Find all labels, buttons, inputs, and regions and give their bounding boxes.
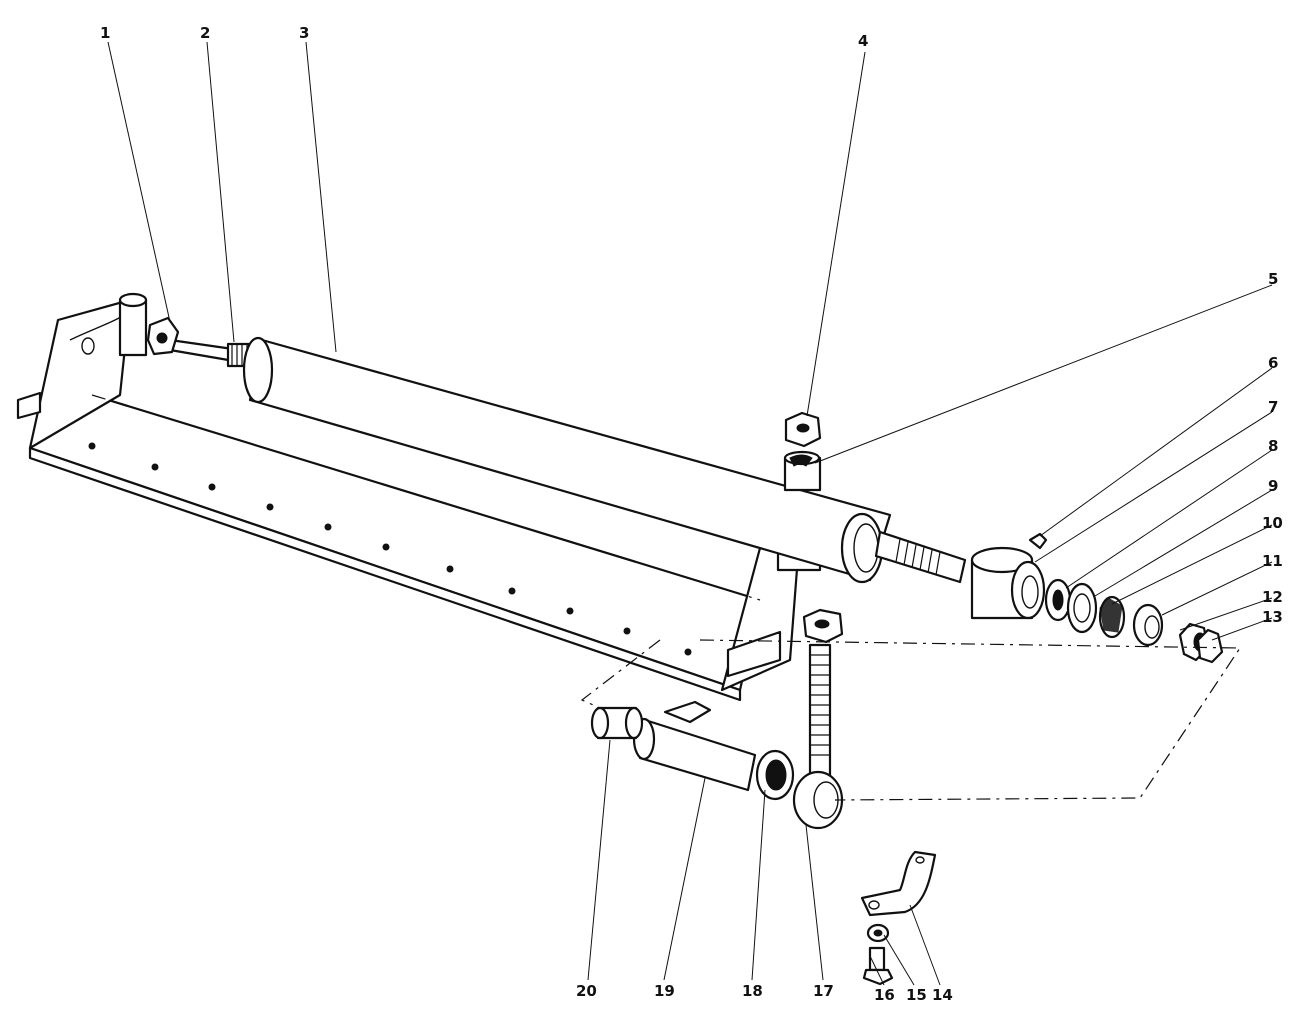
- callout-16: 16: [874, 986, 895, 1004]
- right-hub-assembly: [970, 532, 1224, 664]
- callout-9: 9: [1268, 477, 1278, 495]
- callout-7: 7: [1268, 398, 1278, 416]
- callout-11: 11: [1262, 552, 1283, 570]
- callout-labels: 1 2 3 4 5 6 7 8 9 10 11 12 13 14 15 16 1…: [100, 24, 1283, 1004]
- part-4-nut: [784, 411, 822, 448]
- callout-5: 5: [1268, 270, 1278, 288]
- callout-8: 8: [1268, 437, 1278, 455]
- callout-19: 19: [654, 982, 675, 1000]
- callout-14: 14: [932, 986, 953, 1004]
- leader-lines: [107, 41, 1273, 986]
- part-5-bushing: [783, 450, 822, 492]
- clamp-assembly: [860, 850, 937, 986]
- part-1-nut: [146, 316, 180, 356]
- callout-2: 2: [200, 24, 210, 42]
- callout-3: 3: [299, 24, 309, 42]
- callout-20: 20: [576, 982, 597, 1000]
- callout-17: 17: [813, 982, 834, 1000]
- callout-13: 13: [1262, 608, 1283, 626]
- callout-18: 18: [742, 982, 763, 1000]
- callout-1: 1: [100, 24, 110, 42]
- callout-6: 6: [1268, 354, 1278, 372]
- phantom-lines: [91, 394, 1242, 801]
- lower-eye-bolt-assembly: [590, 608, 844, 830]
- callout-4: 4: [858, 32, 868, 50]
- callout-12: 12: [1262, 588, 1283, 606]
- mounting-rail: [16, 292, 822, 702]
- cylinder-assembly: [168, 336, 967, 584]
- callout-10: 10: [1262, 514, 1283, 532]
- callout-15: 15: [906, 986, 927, 1004]
